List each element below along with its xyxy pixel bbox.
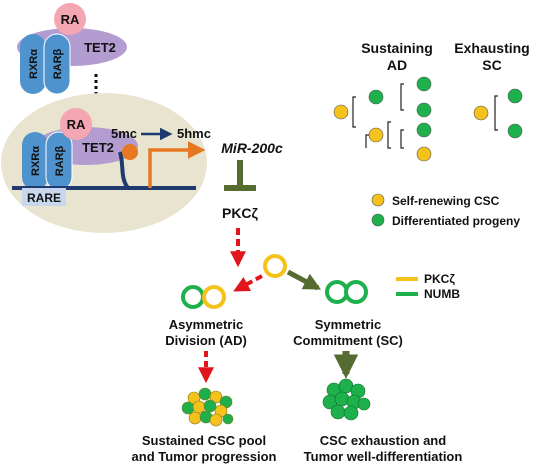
gene-label: MiR-200c bbox=[221, 140, 283, 156]
center-csc-cell bbox=[263, 254, 287, 278]
ra-label-bound: RA bbox=[67, 117, 86, 132]
rxra-label-bound: RXRα bbox=[30, 146, 42, 176]
marker-legend: PKCζ NUMB bbox=[396, 272, 460, 301]
to-sc-arrow bbox=[286, 269, 322, 291]
methyl-group bbox=[122, 144, 138, 160]
rxra-subunit bbox=[20, 34, 46, 94]
outcome-left-line1: Sustained CSC pool bbox=[142, 433, 266, 448]
rarb-label-bound: RARβ bbox=[54, 145, 66, 176]
sustaining-lineage-tree bbox=[333, 76, 432, 162]
rarb-label: RARβ bbox=[52, 48, 64, 79]
rare-element bbox=[22, 188, 66, 206]
outcome-right-line2: Tumor well-differentiation bbox=[304, 449, 463, 464]
numb-legend-label: NUMB bbox=[424, 287, 460, 301]
rarb-subunit bbox=[43, 33, 71, 95]
methylation-from-label: 5mc bbox=[111, 126, 137, 141]
exhausting-lineage-tree bbox=[473, 88, 523, 139]
methylation-to-label: 5hmc bbox=[177, 126, 211, 141]
sustaining-title-line1: Sustaining bbox=[361, 40, 433, 56]
sc-daughter-2 bbox=[344, 280, 368, 304]
sustaining-title-line2: AD bbox=[387, 57, 407, 73]
differentiated-label: Differentiated progeny bbox=[392, 214, 520, 228]
cell-type-legend: Self-renewing CSC Differentiated progeny bbox=[371, 193, 520, 228]
self-renewing-swatch bbox=[371, 193, 385, 207]
ra-ligand-bound bbox=[60, 108, 92, 140]
ad-label-line1: Asymmetric bbox=[169, 317, 243, 332]
differentiated-tumor-cluster bbox=[322, 378, 371, 421]
ad-label-line2: Division (AD) bbox=[165, 333, 247, 348]
rxra-subunit-bound bbox=[22, 132, 48, 190]
outcome-right-line1: CSC exhaustion and bbox=[320, 433, 446, 448]
self-renewing-label: Self-renewing CSC bbox=[392, 194, 500, 208]
ad-daughter-green bbox=[181, 285, 205, 309]
target-label: PKCζ bbox=[222, 205, 259, 221]
ra-ligand bbox=[54, 3, 86, 35]
rxra-label: RXRα bbox=[28, 49, 40, 79]
exhausting-title-line2: SC bbox=[482, 57, 501, 73]
to-ad-arrow bbox=[233, 274, 263, 292]
free-receptor-complex: TET2 RXRα RARβ RA bbox=[17, 3, 127, 95]
exhausting-title-line1: Exhausting bbox=[454, 40, 529, 56]
pkc-legend-label: PKCζ bbox=[424, 272, 455, 286]
bound-receptor-complex: TET2 RXRα RARβ RA bbox=[22, 108, 138, 191]
tet2-label: TET2 bbox=[84, 40, 116, 55]
tet2-label-bound: TET2 bbox=[82, 140, 114, 155]
transcription-arrow bbox=[148, 141, 206, 188]
methyl-stem bbox=[118, 151, 130, 190]
outcome-left-line2: and Tumor progression bbox=[132, 449, 277, 464]
differentiated-swatch bbox=[371, 213, 385, 227]
rare-label: RARE bbox=[27, 191, 61, 205]
ra-label: RA bbox=[61, 12, 80, 27]
ad-daughter-yellow bbox=[202, 285, 226, 309]
sc-label-line1: Symmetric bbox=[315, 317, 381, 332]
mixed-tumor-cluster bbox=[181, 387, 234, 427]
sc-label-line2: Commitment (SC) bbox=[293, 333, 403, 348]
